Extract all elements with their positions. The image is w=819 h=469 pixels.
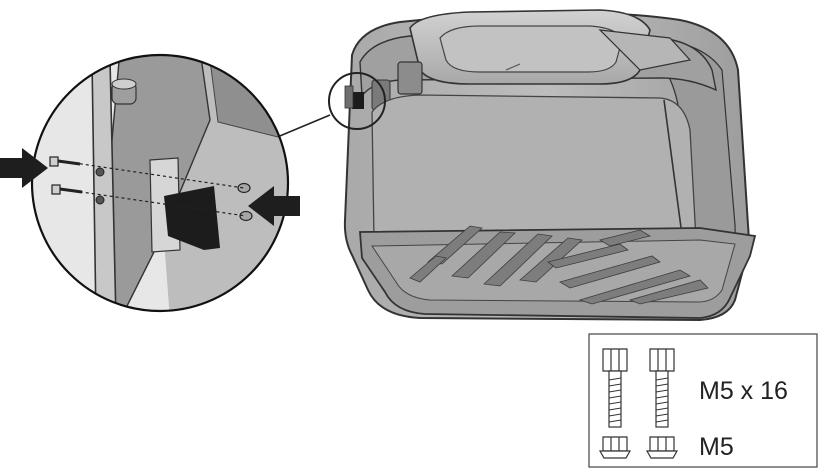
nut-size-label: M5 xyxy=(699,433,734,461)
bolt-size-label: M5 x 16 xyxy=(699,377,788,405)
top-case xyxy=(328,9,757,322)
lid-hinge-right xyxy=(598,29,692,71)
detail-marker-circle xyxy=(328,72,386,130)
detail-view xyxy=(0,53,300,313)
push-arrow-icon xyxy=(0,148,48,188)
push-arrow-icon xyxy=(248,186,300,226)
detail-nuts xyxy=(237,182,253,222)
detail-bolts xyxy=(49,156,83,195)
flange-nut-icon xyxy=(598,436,632,459)
latch-left xyxy=(397,61,423,95)
bracket-small xyxy=(352,92,364,109)
hex-bolt-icon xyxy=(649,348,675,428)
flange-nut-icon xyxy=(645,436,679,459)
tray-slots xyxy=(409,225,709,305)
lid-handle xyxy=(439,25,623,73)
hardware-legend: M5 x 16 M5 xyxy=(588,333,818,468)
bracket-black xyxy=(164,186,220,250)
hex-bolt-icon xyxy=(602,348,628,428)
